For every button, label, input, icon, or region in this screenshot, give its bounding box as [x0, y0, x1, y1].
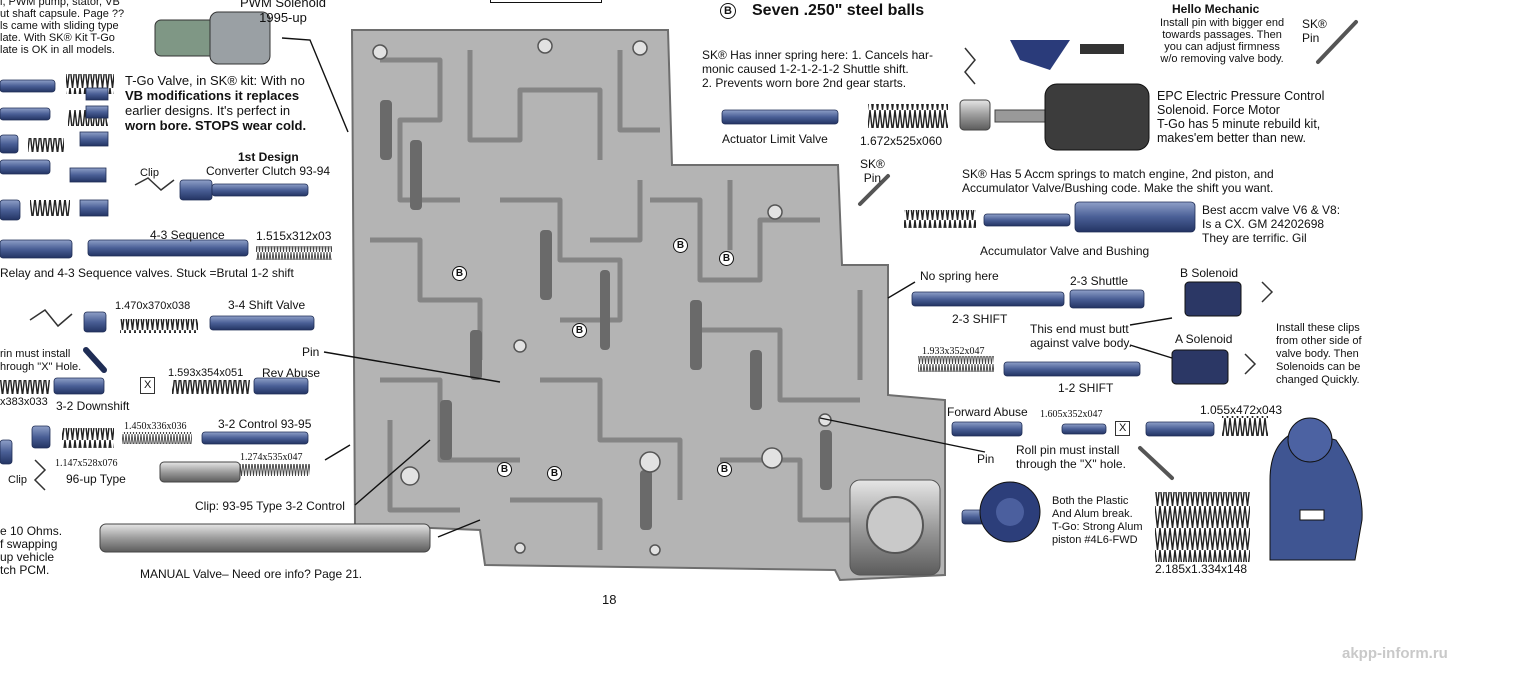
clip-label: Clip — [140, 167, 159, 179]
clip-93-label: Clip: 93-95 Type 3-2 Control — [195, 499, 345, 513]
rev-abuse-label: Rev Abuse — [262, 366, 321, 380]
tgo-valve-note: T-Go Valve, in SK® kit: With no VB modif… — [125, 73, 307, 133]
servo-cover — [1269, 417, 1363, 561]
x-hole-marker: X — [140, 377, 156, 394]
seq-43-label: 4-3 Sequence — [150, 228, 225, 242]
pin-label-left: Pin — [302, 345, 320, 359]
manual-valve-label: MANUAL Valve– Need ore info? Page 21. — [140, 567, 363, 581]
ball-marker: B — [572, 323, 587, 338]
left-valves — [0, 79, 315, 465]
sk-spring-note: SK® Has inner spring here: 1. Cancels ha… — [702, 48, 933, 90]
accumulator-label: Accumulator Valve and Bushing — [980, 244, 1150, 258]
accm-note: SK® Has 5 Accm springs to match engine, … — [962, 167, 1274, 195]
hello-mechanic-title: Hello Mechanic — [1172, 2, 1260, 16]
accumulator-piston — [979, 481, 1041, 543]
spring-1147-label: 1.147x528x076 — [55, 458, 118, 469]
right-valves — [721, 109, 1215, 525]
spring-1672-label: 1.672x525x060 — [860, 134, 943, 148]
spring-1593-label: 1.593x354x051 — [168, 367, 244, 379]
valve-body-casting — [350, 29, 946, 582]
clips — [29, 47, 1274, 491]
shift-23-label: 2-3 SHIFT — [952, 312, 1008, 326]
solenoids — [1171, 281, 1242, 385]
manual-valve — [99, 523, 431, 553]
forward-abuse-label: Forward Abuse — [947, 405, 1028, 419]
spring-1605-label: 1.605x352x047 — [1040, 409, 1103, 420]
spring-1933-label: 1.933x352x047 — [922, 346, 985, 357]
left-springs — [0, 74, 332, 476]
spring-1274-label: 1.274x535x047 — [240, 452, 303, 463]
ball-marker: B — [497, 462, 512, 477]
spring-1055-label: 1.055x472x043 — [1200, 403, 1283, 417]
pin-label-right: Pin — [977, 452, 995, 466]
ball-marker: B — [452, 266, 467, 281]
spring-1470-label: 1.470x370x038 — [115, 300, 191, 312]
leader-lines — [281, 37, 1173, 538]
ball-symbol: B — [720, 3, 736, 19]
page-number: 18 — [602, 592, 617, 607]
ball-marker: B — [673, 238, 688, 253]
epc-solenoid — [959, 40, 1150, 151]
best-accm-note: Best accm valve V6 & V8:Is a CX. GM 2420… — [1202, 203, 1341, 245]
type-96-label: 96-up Type — [66, 472, 126, 486]
ball-marker: B — [547, 466, 562, 481]
sk-pin-mid-label: SK®Pin — [860, 157, 885, 185]
relay-note: Relay and 4-3 Sequence valves. Stuck =Br… — [0, 266, 294, 280]
clip-label-2: Clip — [8, 474, 27, 486]
right-springs — [868, 104, 1268, 562]
no-spring-label: No spring here — [920, 269, 999, 283]
pwm-solenoid — [154, 11, 271, 65]
a-solenoid-label: A Solenoid — [1175, 332, 1233, 346]
spring-2185-label: 2.185x1.334x148 — [1155, 562, 1248, 576]
first-design-subtitle: Converter Clutch 93-94 — [206, 164, 331, 178]
actuator-limit-label: Actuator Limit Valve — [722, 132, 828, 146]
pins — [858, 20, 1358, 480]
shift-34-label: 3-4 Shift Valve — [228, 298, 306, 312]
downshift-32-label: 3-2 Downshift — [56, 399, 130, 413]
sk-pin-top-label: SK®Pin — [1302, 17, 1327, 45]
ball-marker: B — [719, 251, 734, 266]
spring-1450-label: 1.450x336x036 — [124, 421, 187, 432]
ball-marker: B — [717, 462, 732, 477]
control-32-label: 3-2 Control 93-95 — [218, 417, 312, 431]
spring-1515-label: 1.515x312x03 — [256, 229, 332, 243]
top-box — [490, 0, 602, 3]
first-design-title: 1st Design — [238, 150, 299, 164]
balls-title: Seven .250" steel balls — [752, 2, 925, 19]
shuttle-23-label: 2-3 Shuttle — [1070, 274, 1129, 288]
x-hole-marker-right: X — [1115, 421, 1131, 436]
b-solenoid-label: B Solenoid — [1180, 266, 1239, 280]
watermark: akpp-inform.ru — [1342, 645, 1448, 662]
spring-383-label: x383x033 — [0, 396, 48, 408]
shift-12-label: 1-2 SHIFT — [1058, 381, 1114, 395]
